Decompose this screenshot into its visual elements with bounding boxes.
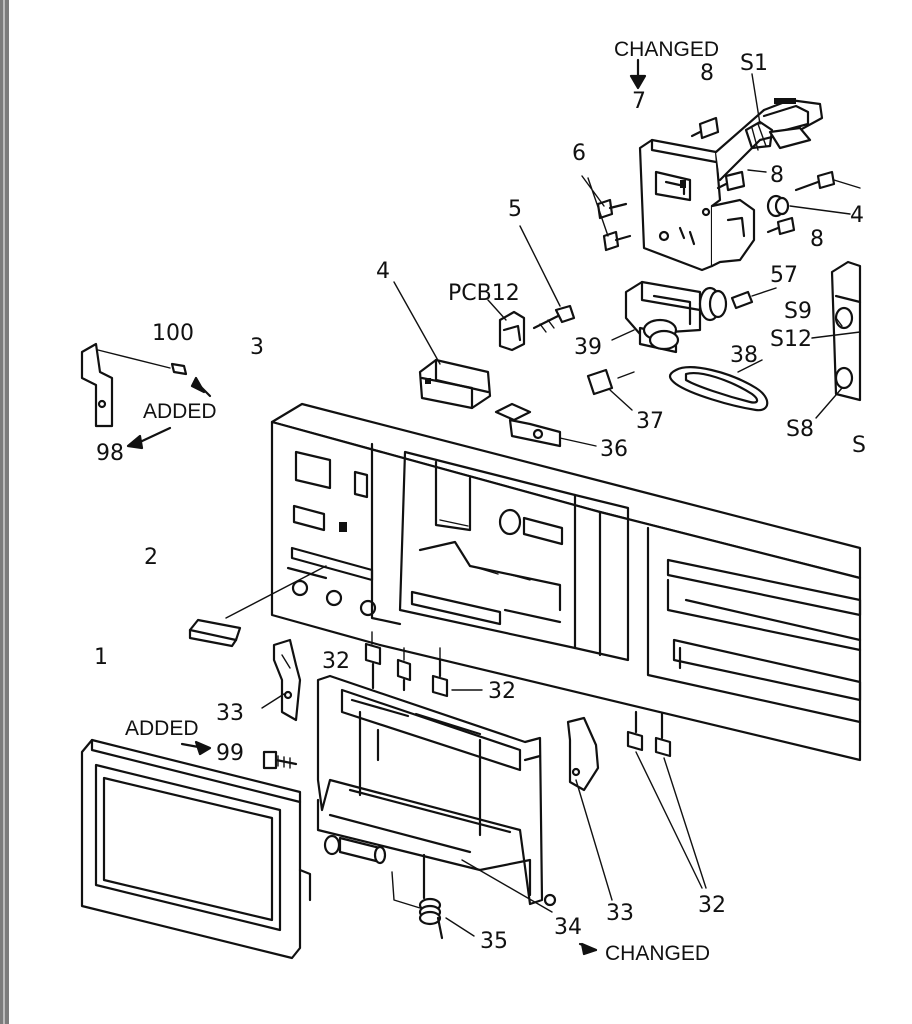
label-98: 98 [96, 441, 124, 466]
brackets-33 [261, 638, 613, 901]
label-1: 1 [94, 645, 108, 670]
label-3: 3 [250, 335, 264, 360]
label-8-top: 8 [700, 61, 714, 86]
label-37: 37 [636, 409, 664, 434]
label-6: 6 [572, 141, 586, 166]
label-100: 100 [152, 321, 194, 346]
door-frame-34 [316, 674, 557, 907]
pad-37 [586, 368, 635, 411]
screws-6-8 [581, 73, 861, 252]
knob-4 [393, 281, 492, 410]
label-99: 99 [216, 741, 244, 766]
label-4-right: 4 [850, 203, 864, 228]
annotation-labels: CHANGED ADDED ADDED CHANGED [125, 38, 719, 965]
bracket-7 [638, 98, 824, 272]
motor-39 [611, 280, 777, 354]
label-32-b: 32 [488, 679, 516, 704]
label-s-partial: S [852, 433, 866, 458]
label-5: 5 [508, 197, 522, 222]
label-34: 34 [554, 915, 582, 940]
bracket-36 [494, 402, 597, 448]
label-32-a: 32 [322, 649, 350, 674]
pcb12-holder [487, 225, 576, 352]
label-s9: S9 [784, 299, 812, 324]
label-s8: S8 [786, 417, 814, 442]
label-33-a: 33 [216, 701, 244, 726]
label-4: 4 [376, 259, 390, 284]
left-scan-edge [0, 0, 9, 1024]
part-number-labels: 7 8 S1 6 8 4 8 5 4 PCB12 57 S9 S12 39 38… [94, 51, 866, 954]
belt-38 [668, 359, 769, 412]
door-panel-1 [80, 738, 312, 960]
spring-35 [391, 853, 475, 940]
button-2 [188, 565, 327, 648]
label-33-b: 33 [606, 901, 634, 926]
front-panel-3 [270, 402, 862, 762]
label-s12: S12 [770, 327, 812, 352]
annotation-changed-bottom: CHANGED [605, 942, 710, 965]
label-36: 36 [600, 437, 628, 462]
screws-32-center [364, 631, 483, 698]
label-32-c: 32 [698, 893, 726, 918]
annotation-changed-top: CHANGED [614, 38, 719, 61]
label-8-low: 8 [810, 227, 824, 252]
label-35: 35 [480, 929, 508, 954]
label-7: 7 [632, 89, 646, 114]
label-2: 2 [144, 545, 158, 570]
annotation-added-bottom: ADDED [125, 717, 199, 740]
switch-block [811, 260, 862, 419]
label-57: 57 [770, 263, 798, 288]
screws-32-right [626, 710, 707, 889]
leader-34 [461, 859, 598, 956]
label-pcb12: PCB12 [448, 281, 520, 306]
label-8-mid: 8 [770, 163, 784, 188]
label-38: 38 [730, 343, 758, 368]
hinge-shaft [323, 834, 387, 865]
label-s1: S1 [740, 51, 768, 76]
changed-arrow-top [629, 58, 647, 90]
annotation-added-left: ADDED [143, 400, 217, 423]
screw-99 [180, 740, 298, 770]
label-39: 39 [574, 335, 602, 360]
bracket-98 [80, 342, 212, 450]
